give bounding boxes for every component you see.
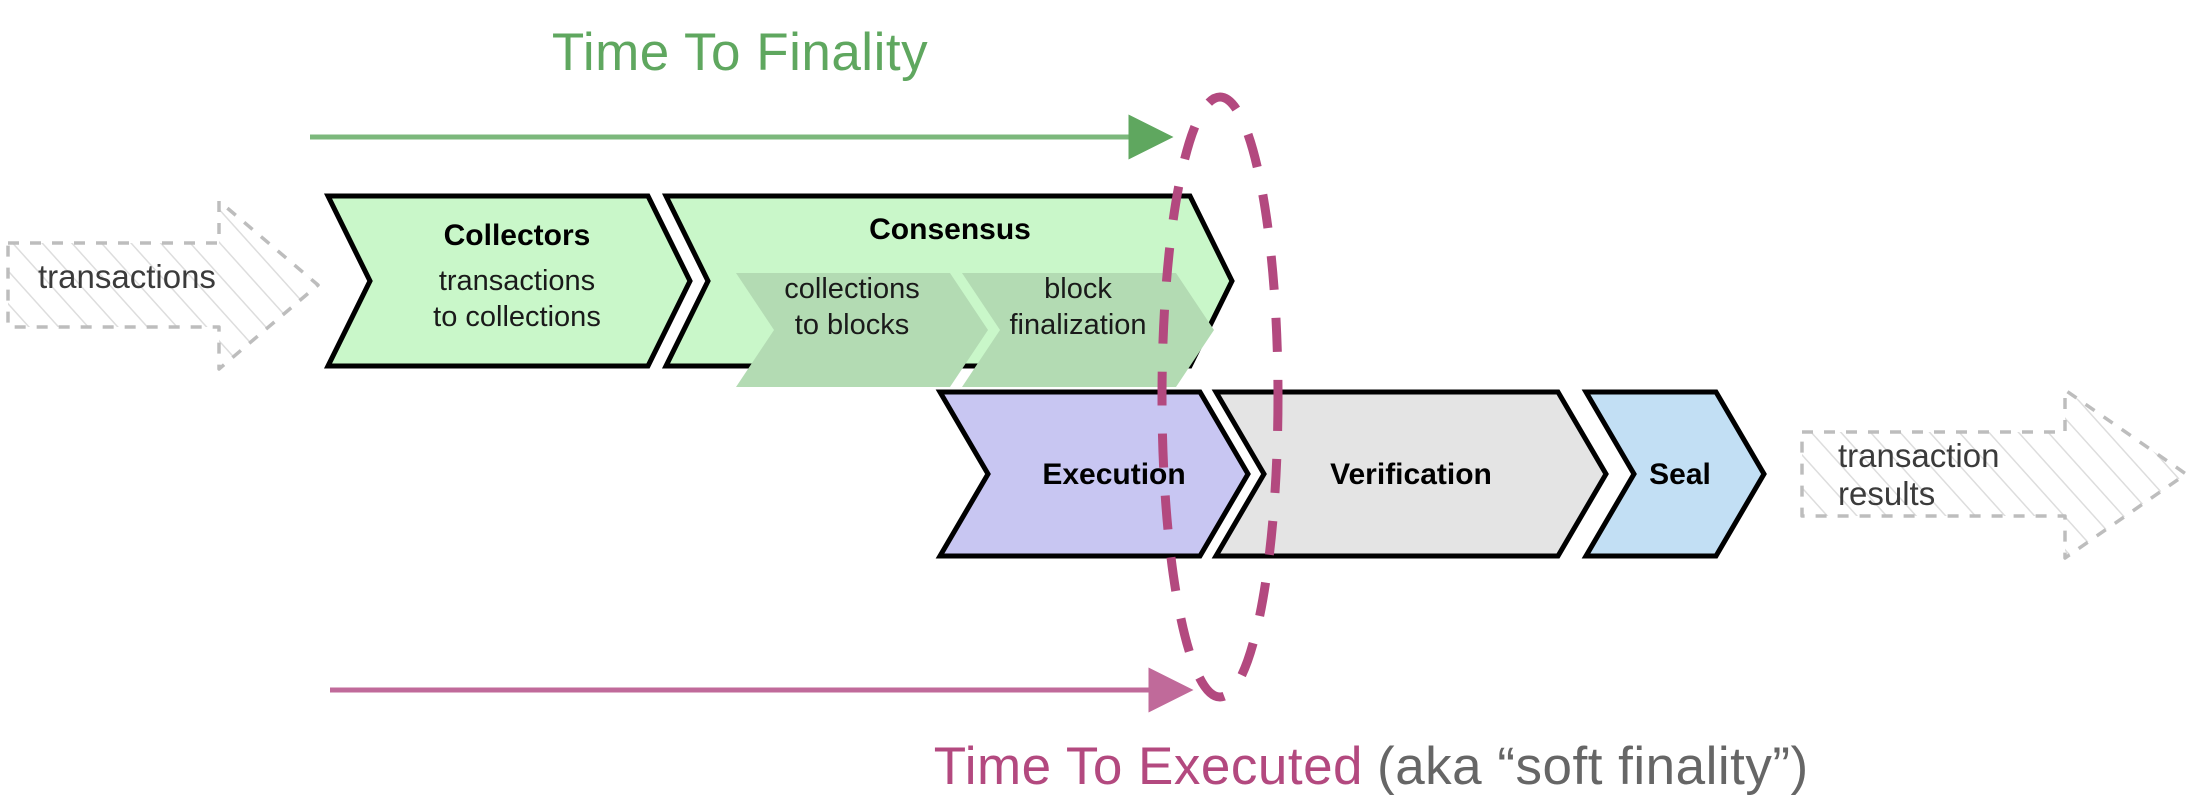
stage-shape-collectors[interactable]: [323, 193, 693, 369]
stage-shape-verification[interactable]: [1211, 389, 1609, 559]
stage-shape-execution[interactable]: [935, 389, 1251, 559]
transactions-input-shape: [6, 199, 320, 371]
finality-boundary-ellipse: [1157, 92, 1283, 702]
substage-shape-block-finalization[interactable]: [962, 273, 1214, 387]
substage-shape-collections-to-blocks[interactable]: [736, 273, 988, 387]
stage-shape-seal[interactable]: [1581, 389, 1767, 559]
transaction-results-output-shape: [1800, 388, 2188, 560]
